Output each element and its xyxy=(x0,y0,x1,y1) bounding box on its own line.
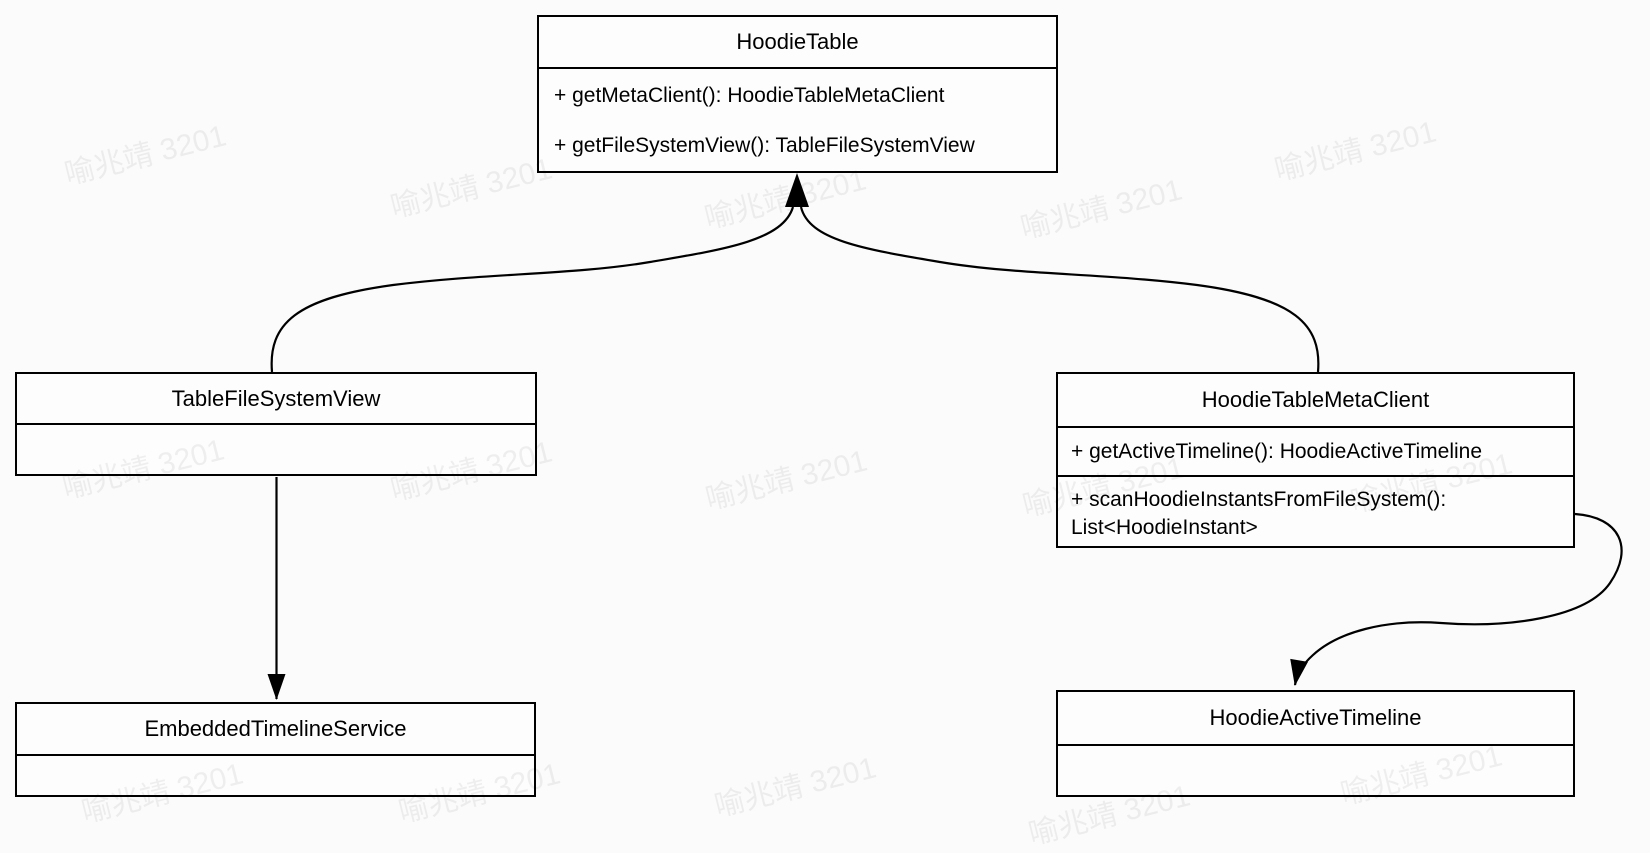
empty-compartment xyxy=(1058,744,1573,795)
class-box-embeddedtimelineservice: EmbeddedTimelineService xyxy=(15,702,536,797)
watermark-text: 喻兆靖 3201 xyxy=(1271,115,1440,188)
class-title: HoodieTable xyxy=(736,29,859,54)
empty-compartment xyxy=(17,423,535,474)
edge-hoodietablemetaclient-to-hoodietable xyxy=(799,206,1320,373)
class-box-hoodieactivetimeline: HoodieActiveTimeline xyxy=(1056,690,1575,797)
class-title: TableFileSystemView xyxy=(171,385,381,411)
class-box-hoodietable: HoodieTable + getMetaClient(): HoodieTab… xyxy=(537,15,1058,173)
watermark-text: 喻兆靖 3201 xyxy=(1017,173,1186,246)
class-title: HoodieTableMetaClient xyxy=(1201,387,1430,412)
method-label: + scanHoodieInstantsFromFileSystem(): Li… xyxy=(1071,488,1447,539)
empty-compartment xyxy=(17,754,534,795)
merge-arrowhead-icon xyxy=(785,173,809,207)
watermark-text: 喻兆靖 3201 xyxy=(61,119,230,192)
method-label: + getFileSystemView(): TableFileSystemVi… xyxy=(554,134,975,157)
method-label: + getActiveTimeline(): HoodieActiveTimel… xyxy=(1071,439,1483,463)
class-title: HoodieActiveTimeline xyxy=(1209,705,1422,730)
method-label: + getMetaClient(): HoodieTableMetaClient xyxy=(554,84,945,107)
watermark-text: 喻兆靖 3201 xyxy=(387,152,556,225)
methods-compartment: + getMetaClient(): HoodieTableMetaClient… xyxy=(539,67,1056,171)
edge-tablefilesystemview-to-hoodietable xyxy=(270,206,795,373)
method-compartment: + getActiveTimeline(): HoodieActiveTimel… xyxy=(1058,426,1573,475)
uml-diagram-canvas: HoodieTable + getMetaClient(): HoodieTab… xyxy=(15,15,1623,851)
watermark-text: 喻兆靖 3201 xyxy=(702,444,871,517)
class-title: EmbeddedTimelineService xyxy=(144,716,407,741)
class-box-hoodietablemetaclient: HoodieTableMetaClient + getActiveTimelin… xyxy=(1056,372,1575,548)
method-compartment: + scanHoodieInstantsFromFileSystem(): Li… xyxy=(1058,475,1573,546)
class-box-tablefilesystemview: TableFileSystemView xyxy=(15,372,537,476)
watermark-text: 喻兆靖 3201 xyxy=(711,751,880,824)
